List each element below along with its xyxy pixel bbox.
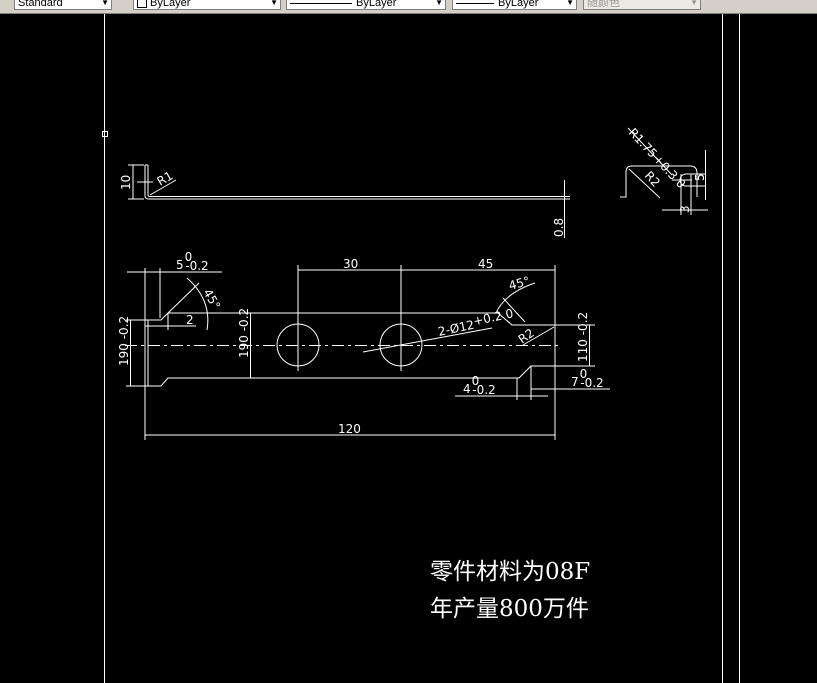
text-style-value: Standard	[18, 0, 63, 9]
lineweight-value: ByLayer	[498, 0, 539, 9]
dim-11-label: 110 -0.2	[576, 312, 590, 362]
chevron-down-icon: ▼	[690, 0, 698, 7]
chevron-down-icon: ▼	[566, 0, 574, 7]
dim-7-label: 70-0.2	[571, 367, 604, 390]
side-height-label: 10	[119, 175, 133, 190]
end-width-label: 3	[678, 205, 692, 213]
end-radius-label: R2	[642, 168, 663, 189]
plot-style-dropdown: 随颜色 ▼	[583, 0, 701, 10]
linetype-value: ByLayer	[356, 0, 397, 9]
side-radius-label: R1	[155, 168, 176, 188]
dim-2-label: 2	[186, 313, 194, 327]
lineweight-dropdown[interactable]: ByLayer ▼	[452, 0, 577, 10]
color-swatch-icon	[137, 0, 147, 9]
properties-toolbar: Standard ▼ ByLayer ▼ ByLayer ▼ ByLayer ▼ 随颜色…	[0, 0, 817, 14]
chevron-down-icon: ▼	[101, 0, 109, 7]
radius-right-label: R2	[516, 326, 537, 347]
plan-view	[125, 265, 610, 440]
linetype-dropdown[interactable]: ByLayer ▼	[286, 0, 446, 10]
dim-45-label: 45	[478, 257, 493, 271]
dim-4-label: 40-0.2	[463, 374, 496, 397]
angle-left-label: 45°	[200, 287, 223, 312]
dim-5-label: 50-0.2	[176, 250, 209, 273]
dim-120-label: 120	[338, 422, 361, 436]
angle-right-label: 45°	[507, 274, 531, 293]
material-note: 零件材料为08F	[430, 559, 591, 585]
lineweight-preview	[456, 2, 494, 4]
drawing-frame	[102, 14, 740, 683]
end-view	[620, 127, 708, 215]
color-value: ByLayer	[150, 0, 191, 9]
chevron-down-icon: ▼	[270, 0, 278, 7]
thickness-label: 0.8	[552, 218, 566, 237]
chevron-down-icon: ▼	[435, 0, 443, 7]
dim-19-outer-label: 190 -0.2	[117, 316, 131, 366]
linetype-preview	[290, 2, 352, 4]
dim-30-label: 30	[343, 257, 358, 271]
plot-style-value: 随颜色	[587, 0, 620, 9]
side-view	[128, 164, 570, 238]
production-note: 年产量800万件	[430, 596, 589, 622]
color-dropdown[interactable]: ByLayer ▼	[133, 0, 281, 10]
text-style-dropdown[interactable]: Standard ▼	[14, 0, 112, 10]
dim-19-inner-label: 190 -0.2	[237, 308, 251, 358]
holes-label: 2-Ø12+0.2 0	[436, 306, 515, 339]
end-height-label: 5	[693, 173, 707, 181]
